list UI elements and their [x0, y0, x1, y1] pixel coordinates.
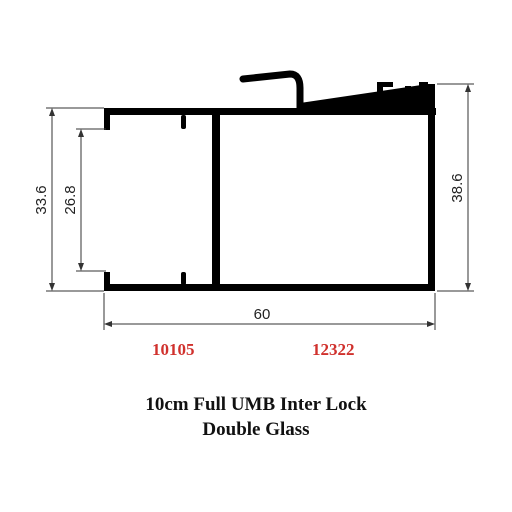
- profile-right-wall: [428, 84, 435, 291]
- caption-line-2: Double Glass: [202, 419, 310, 440]
- profile-channel-left: [377, 82, 383, 108]
- caption-line-1: 10cm Full UMB Inter Lock: [145, 394, 367, 415]
- aluminium-profile: [104, 82, 436, 291]
- product-code-right: 12322: [312, 340, 355, 359]
- profile-channel-mid: [383, 82, 393, 87]
- profile-channel-right: [419, 82, 428, 108]
- product-code-left: 10105: [152, 340, 195, 359]
- profile-interlock-hook: [239, 70, 304, 112]
- profile-channel-tooth-3: [411, 92, 419, 97]
- profile-middle-divider: [212, 108, 220, 291]
- profile-fin-top-1: [181, 115, 186, 129]
- profile-bottom-wall: [104, 284, 435, 291]
- dim-right-label: 38.6: [449, 173, 466, 202]
- profile-top-wall: [104, 108, 436, 115]
- profile-left-bottom-lip: [104, 272, 110, 291]
- profile-left-top-lip: [104, 108, 110, 130]
- profile-fin-bottom-1: [181, 272, 186, 285]
- profile-channel-tooth-1: [383, 92, 393, 97]
- dimension-arrowheads: [49, 84, 471, 327]
- dim-inner-left-label: 26.8: [62, 185, 79, 214]
- dimension-lines: [46, 83, 474, 330]
- profile-top-slope: [300, 84, 435, 115]
- dim-outer-left-label: 33.6: [33, 185, 50, 214]
- dim-width-label: 60: [254, 306, 271, 323]
- profile-channel-tooth-2: [405, 86, 411, 108]
